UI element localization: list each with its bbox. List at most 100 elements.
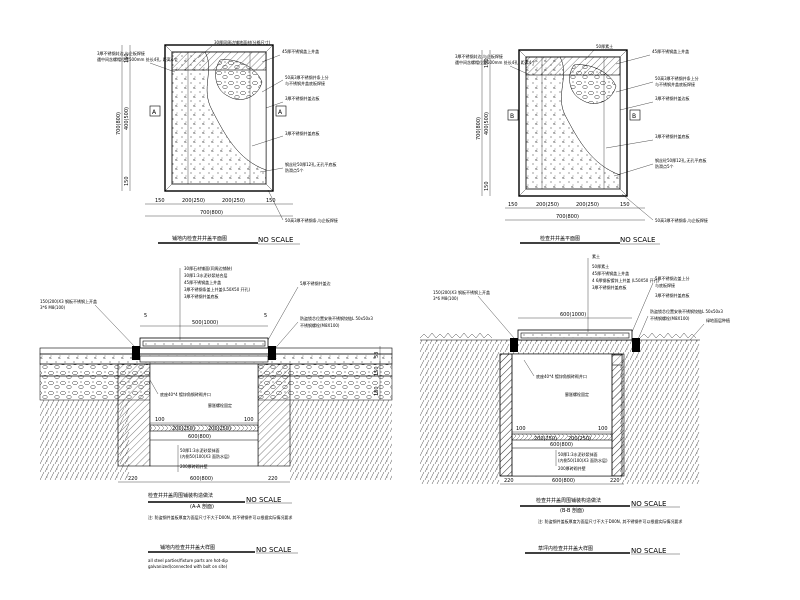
detail-c-note-1: all steel parties/fixture parts are hot-…	[148, 558, 228, 563]
callout: 遇中间含螺帽位置500mm 处长4孔, 距离4个	[97, 56, 177, 62]
callout: 膨胀螺栓固定	[208, 402, 232, 408]
callout: (内侧50(100)X3 面防水层)	[180, 453, 230, 459]
dim-v3: 150	[124, 176, 130, 186]
callout: 150(200)X3 钢板不锈钢上开盖	[433, 289, 490, 295]
callout: 30厚石材铺面(同周边铺装)	[184, 265, 233, 271]
callout: 3*6 M8(100)	[433, 296, 459, 301]
section-mark-a-right: A	[278, 109, 283, 116]
section-b: 600(1000) 100 200(250) 200(250) 100 600(…	[419, 253, 730, 555]
side-label: 绿地面层种植	[706, 317, 730, 323]
callout: 5厚不锈钢井盖边	[300, 280, 331, 286]
dim-h-total: 700(800)	[556, 214, 579, 220]
section-mark-b-right: B	[632, 113, 636, 120]
callout: 防滑点5个	[655, 163, 674, 169]
dim-inner: 100	[244, 417, 254, 423]
callout: 防盗锁芯位置安装不锈钢铰链L 50x50x3	[650, 308, 723, 314]
section-mark-b-left: B	[510, 113, 514, 120]
callout: 45厚不锈钢盖上井盖	[282, 48, 319, 54]
callout: 遇中间含螺帽位置500mm 处长4孔, 距离4个	[455, 59, 535, 65]
dim-top-r: 5	[264, 313, 267, 319]
callout: 4 6厚钢板镀锌上井盖 (L50X50 开孔)	[592, 277, 660, 283]
callout: 3厚不锈钢条盖上井盖(L50X50 开孔)	[184, 286, 251, 292]
callout: 3厚不锈钢井盖底板	[285, 130, 320, 136]
callout: 3厚不锈钢井盖底板	[655, 292, 690, 298]
section-a-scale: NO SCALE	[246, 496, 281, 504]
callout: 30厚1:3水泥砂浆结合层	[184, 272, 228, 278]
callout: 150(200)X3 钢板不锈钢上开盖	[40, 298, 97, 304]
dim-v3: 150	[484, 181, 490, 191]
section-b-callouts: 素土 50厚素土 45厚不锈钢盖上井盖 4 6厚钢板镀锌上井盖 (L50X50 …	[433, 253, 730, 471]
dim-inner: 200(250)	[208, 426, 231, 432]
dim-inner: 200(250)	[172, 426, 195, 432]
plan-b: B B 150 400(500) 150 700(800) 150 200(25…	[455, 43, 708, 245]
dim-h1: 150	[155, 198, 165, 204]
dim-h3: 200(250)	[576, 202, 599, 208]
dim-bottom: 600(800)	[552, 478, 575, 484]
dim-top: 600(1000)	[560, 312, 586, 318]
callout: 45厚不锈钢盖上井盖	[652, 48, 689, 54]
callout: 底座40*4 镀锌角钢砖砌井口	[536, 373, 587, 379]
section-b-note: 注: 防盗钢件盖板厚度为面层尺寸不大于D00N, 其不锈钢件可以根据实际情况要求	[538, 518, 682, 524]
dim-h2: 200(250)	[536, 202, 559, 208]
callout: 200厚砖砌井壁	[180, 463, 208, 469]
callout: 30厚同周边铺地面材(分格尺寸)	[214, 39, 271, 45]
detail-c-note-2: galvanized(connected with bolt on site)	[148, 564, 228, 569]
plan-a-title: 铺地内检查井井盖平面图	[172, 235, 227, 242]
dim-inner: 600(800)	[188, 434, 211, 440]
callout: 钢丝砼50厚12孔,无孔平底板	[285, 161, 336, 167]
dim-inner: 100	[516, 426, 526, 432]
callout: 膨胀螺栓固定	[565, 391, 589, 397]
callout: 3厚不锈钢封边,与企板焊接	[455, 53, 503, 59]
callout: 3厚不锈钢井盖边板	[285, 95, 320, 101]
callout: 45厚不锈钢盖上井盖	[184, 279, 221, 285]
callout: 200厚砖砌井壁	[558, 465, 586, 471]
section-a-note: 注: 防盗钢件盖板厚度为面层尺寸不大于D00N, 其不锈钢件可以根据实际情况要求	[148, 514, 292, 520]
dim-h3: 200(250)	[222, 198, 245, 204]
dim-h4: 150	[620, 202, 630, 208]
section-a-subtitle: (A-A 剖面)	[190, 503, 214, 510]
callout: 3厚不锈钢封边,与企板焊接	[97, 50, 145, 56]
dim-v-total: 700(800)	[116, 112, 122, 135]
dim-inner: 100	[155, 417, 165, 423]
plan-a: A A 150 400(500) 150 700(800) 150 200(25…	[97, 39, 338, 245]
callout: (内侧50(100)X3 面防水层)	[558, 457, 608, 463]
callout: 5厚不锈钢边盖上分	[655, 275, 690, 281]
callout: 不锈钢螺栓(M8X100)	[300, 322, 340, 328]
dim-right: 150	[374, 366, 380, 376]
section-a-title: 检查井井盖周围铺装构造做法	[148, 492, 213, 499]
callout: 50厚1:3水泥砂浆抹面	[558, 451, 598, 457]
callout: 50高3厚不锈钢条,与企板焊接	[655, 217, 708, 223]
callout: 50高3厚不锈钢条,与企板焊接	[285, 217, 338, 223]
plan-a-scale: NO SCALE	[258, 236, 293, 244]
dim-top: 500(1000)	[192, 320, 218, 326]
plan-b-title: 检查井井盖平面图	[540, 235, 580, 242]
callout: 防滑点5个	[285, 167, 304, 173]
callout: 50厚素土	[596, 43, 613, 49]
callout: 与不锈钢井盖底板焊接	[285, 80, 325, 86]
dim-bottom: 220	[504, 478, 514, 484]
section-a-callouts: 30厚石材铺面(同周边铺装) 30厚1:3水泥砂浆结合层 45厚不锈钢盖上井盖 …	[40, 265, 373, 472]
callout: 3厚不锈钢井盖底板	[184, 293, 219, 299]
plan-b-callouts: 50厚素土 45厚不锈钢盖上井盖 3厚不锈钢封边,与企板焊接 遇中间含螺帽位置5…	[455, 43, 708, 223]
dim-top-l: 5	[144, 313, 147, 319]
section-a: 500(1000) 5 5 100 200(250) 200(250) 100 …	[39, 265, 393, 569]
dim-right: 180	[374, 386, 380, 396]
callout: 防盗锁芯位置安装不锈钢铰链L 50x50x3	[300, 315, 373, 321]
dim-bottom: 220	[128, 476, 138, 482]
detail-d-scale: NO SCALE	[631, 547, 666, 555]
section-mark-a-left: A	[152, 109, 157, 116]
callout: 3厚不锈钢井盖底板	[655, 133, 690, 139]
detail-d-title: 草坪内检查井井盖大样图	[538, 545, 593, 552]
dim-h1: 150	[508, 202, 518, 208]
plan-b-scale: NO SCALE	[620, 236, 655, 244]
callout: 50高3厚不锈钢井条上分	[655, 75, 699, 81]
callout: 与底板焊接	[655, 282, 675, 288]
section-b-subtitle: (B-B 剖面)	[560, 507, 584, 514]
callout: 50厚1:3水泥砂浆抹面	[180, 447, 220, 453]
callout: 不锈钢螺栓(M8X100)	[650, 315, 690, 321]
callout: 45厚不锈钢盖上井盖	[592, 270, 629, 276]
dim-h-total: 700(800)	[200, 210, 223, 216]
dim-v1: 150	[484, 58, 490, 68]
dim-h4: 150	[266, 198, 276, 204]
dim-inner: 200(250)	[534, 436, 557, 442]
